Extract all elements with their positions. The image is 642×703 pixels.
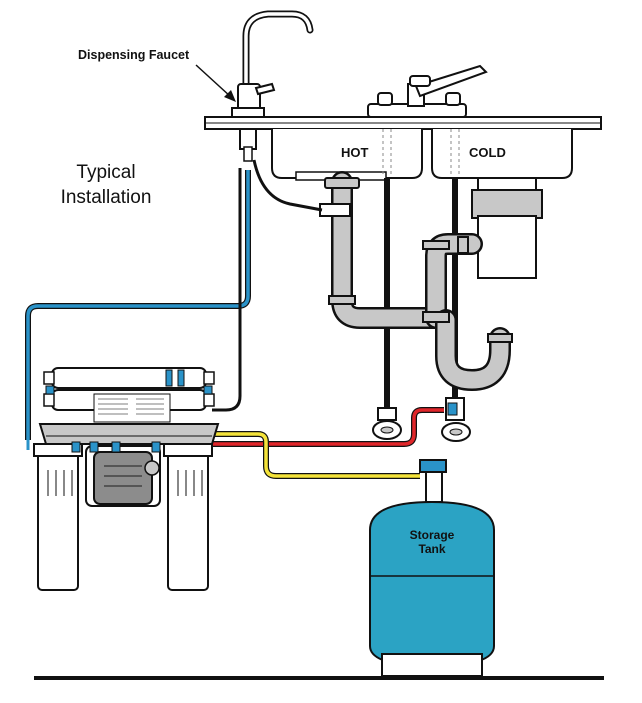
title-line-1: Typical: [76, 162, 136, 183]
title-line-2: Installation: [60, 187, 152, 208]
tubing-black-faucet: [212, 168, 242, 412]
faucet-callout-arrow: [195, 64, 236, 102]
faucet-label: Dispensing Faucet: [78, 48, 190, 62]
garbage-disposal: [471, 177, 543, 279]
tubing-black-drain: [252, 159, 323, 212]
tank-label: Storage Tank: [400, 528, 464, 556]
tank-label-line-2: Tank: [418, 542, 446, 556]
diagram-title: Typical Installation: [54, 160, 158, 210]
supply-pipes: [384, 178, 458, 410]
ro-filter-system: [33, 367, 220, 591]
cold-angle-valve: [441, 397, 471, 442]
hot-label: HOT: [341, 145, 369, 160]
sink-basins: [271, 129, 573, 181]
tank-label-line-1: Storage: [409, 528, 455, 542]
drain-fittings: [319, 177, 513, 343]
dispensing-faucet: [231, 10, 314, 162]
sink-faucet: [367, 64, 488, 118]
floor-line: [34, 676, 604, 680]
supply-guide-lines: [382, 129, 460, 176]
tubing-yellow: [180, 431, 420, 479]
tubing-red: [208, 407, 444, 447]
hot-angle-valve: [372, 407, 402, 440]
cold-label: COLD: [469, 145, 506, 160]
countertop: [204, 116, 602, 130]
storage-tank: [369, 459, 495, 677]
